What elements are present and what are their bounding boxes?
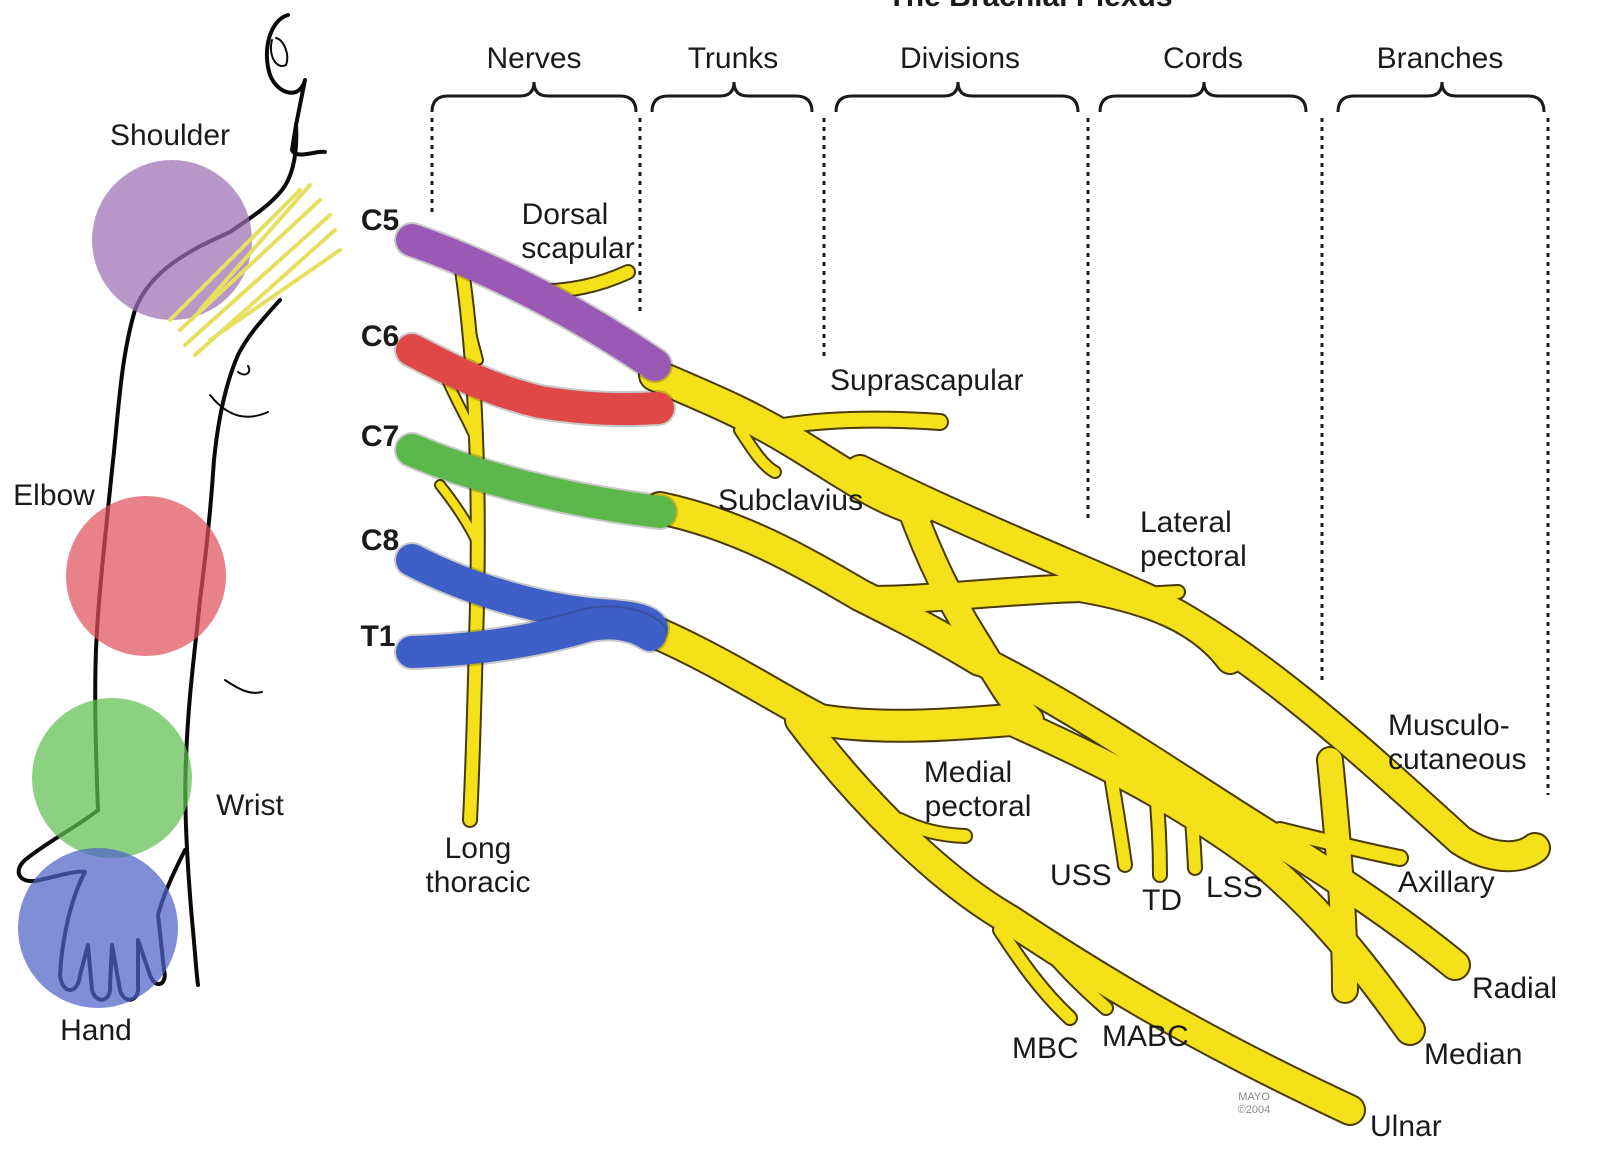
hand-label: Hand	[60, 1014, 132, 1047]
elbow-label: Elbow	[13, 479, 95, 512]
root-label-c8: C8	[361, 524, 399, 557]
subclavius-label: Subclavius	[718, 484, 863, 517]
lss-label: LSS	[1206, 871, 1263, 904]
dorsal-scapular-label-line2: scapular	[521, 232, 634, 265]
shoulder-label: Shoulder	[110, 119, 230, 152]
credit-line2: ©2004	[1238, 1104, 1271, 1116]
chest-detail	[238, 366, 249, 374]
musculocutaneous-label-line1: Musculo-	[1388, 709, 1510, 742]
td-nerve	[1155, 780, 1160, 875]
bracket-trunks	[652, 82, 812, 112]
root-t1	[412, 623, 650, 652]
long-thoracic-label-line2: thoracic	[425, 866, 530, 899]
credit-line1: MAYO	[1238, 1091, 1270, 1103]
root-label-t1: T1	[360, 620, 395, 653]
lateral-pectoral-label-line2: pectoral	[1140, 540, 1247, 573]
axillary-label: Axillary	[1398, 866, 1495, 899]
mabc-label: MABC	[1102, 1020, 1189, 1053]
elbow-region-circle	[66, 496, 226, 656]
uss-label: USS	[1050, 859, 1112, 892]
radial-label: Radial	[1472, 972, 1557, 1005]
shoulder-region-circle	[92, 160, 252, 320]
nerve-roots	[412, 240, 660, 652]
root-label-c7: C7	[361, 420, 399, 453]
musculocutaneous-label-line2: cutaneous	[1388, 743, 1526, 776]
ear-outline	[271, 38, 287, 66]
long-thoracic-label-line1: Long	[445, 832, 512, 865]
elbow-fold	[225, 680, 262, 693]
column-header-divisions: Divisions	[900, 42, 1020, 75]
hand-region-circle	[18, 848, 178, 1008]
column-header-trunks: Trunks	[688, 42, 779, 75]
bracket-cords	[1100, 82, 1306, 112]
root-label-c5: C5	[361, 204, 399, 237]
wrist-region-circle	[32, 698, 192, 858]
wrist-label: Wrist	[216, 789, 284, 822]
bracket-nerves	[432, 82, 636, 112]
column-header-cords: Cords	[1163, 42, 1243, 75]
arm-inner-line	[185, 300, 280, 985]
column-header-nerves: Nerves	[486, 42, 581, 75]
td-label: TD	[1142, 884, 1182, 917]
root-label-c6: C6	[361, 320, 399, 353]
bracket-branches	[1338, 82, 1544, 112]
column-brackets	[432, 82, 1544, 112]
dorsal-scapular-label-line1: Dorsal	[522, 198, 609, 231]
column-header-branches: Branches	[1377, 42, 1504, 75]
medial-pectoral-label-line2: pectoral	[925, 790, 1032, 823]
ulnar-label: Ulnar	[1370, 1110, 1442, 1143]
radial-nerve	[980, 660, 1455, 965]
lss-nerve	[1190, 790, 1195, 868]
suprascapular-label: Suprascapular	[830, 364, 1023, 397]
bracket-divisions	[836, 82, 1078, 112]
medial-pectoral-label-line1: Medial	[924, 756, 1012, 789]
diagram-title: The Brachial Plexus	[887, 0, 1172, 13]
mbc-label: MBC	[1012, 1032, 1079, 1065]
median-label: Median	[1424, 1038, 1522, 1071]
lateral-pectoral-label-line1: Lateral	[1140, 506, 1232, 539]
